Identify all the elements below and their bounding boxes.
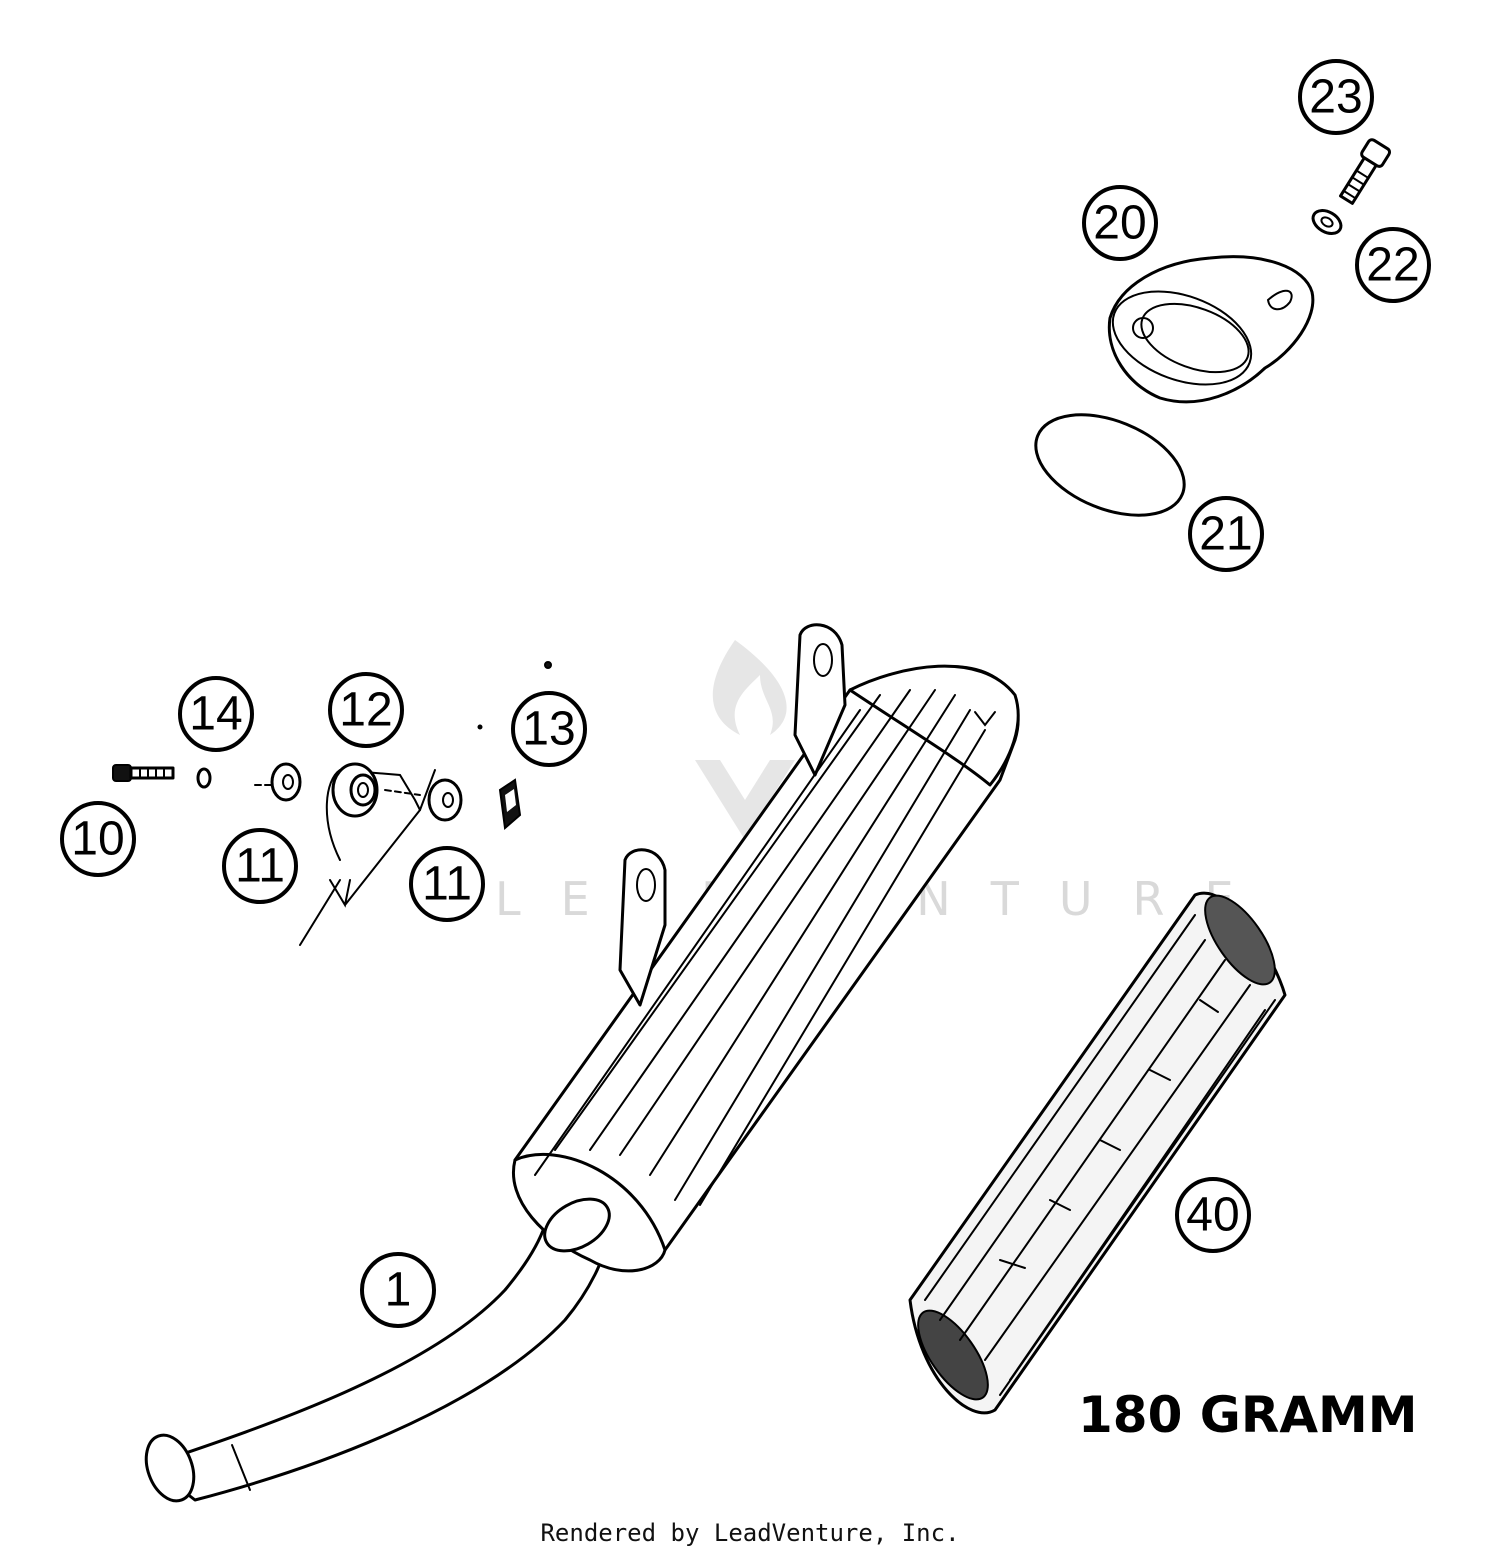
rubber-mount-part-12 [299, 762, 436, 946]
callout-21: 21 [1188, 496, 1264, 572]
gasket-ring-part-21 [1034, 413, 1186, 517]
svg-text:20: 20 [1093, 197, 1146, 250]
callout-12: 12 [328, 672, 404, 748]
callout-23: 23 [1298, 59, 1374, 135]
svg-text:40: 40 [1186, 1189, 1239, 1242]
footer-credit: Rendered by LeadVenture, Inc. [540, 1519, 959, 1547]
callout-1: 1 [360, 1252, 436, 1328]
callout-11-right: 11 [409, 846, 485, 922]
clip-part-13 [477, 661, 552, 830]
svg-text:23: 23 [1309, 71, 1362, 124]
svg-text:11: 11 [422, 858, 472, 911]
screw-part-23 [1339, 138, 1392, 205]
callout-14: 14 [178, 676, 254, 752]
grommet-part-11-left [270, 762, 302, 802]
grommet-part-11-right [427, 778, 463, 822]
muffler-part-1 [144, 623, 1020, 1503]
packing-wool-part-40 [908, 891, 1287, 1415]
svg-text:1: 1 [385, 1264, 412, 1317]
svg-text:10: 10 [71, 813, 124, 866]
washer-part-14 [196, 767, 212, 789]
callout-40: 40 [1175, 1177, 1251, 1253]
callout-11-left: 11 [222, 828, 298, 904]
callout-22: 22 [1355, 227, 1431, 303]
end-cap-part-20 [1107, 255, 1315, 404]
washer-part-22 [1311, 209, 1343, 235]
callout-10: 10 [60, 801, 136, 877]
svg-text:14: 14 [189, 688, 242, 741]
bolt-part-10 [112, 764, 175, 782]
callout-13: 13 [511, 691, 587, 767]
svg-text:11: 11 [235, 840, 285, 893]
svg-text:13: 13 [522, 703, 575, 756]
svg-text:12: 12 [339, 684, 392, 737]
callout-20: 20 [1082, 185, 1158, 261]
weight-note: 180 GRAMM [1078, 1386, 1418, 1444]
svg-text:22: 22 [1366, 239, 1419, 292]
svg-text:21: 21 [1199, 508, 1252, 561]
